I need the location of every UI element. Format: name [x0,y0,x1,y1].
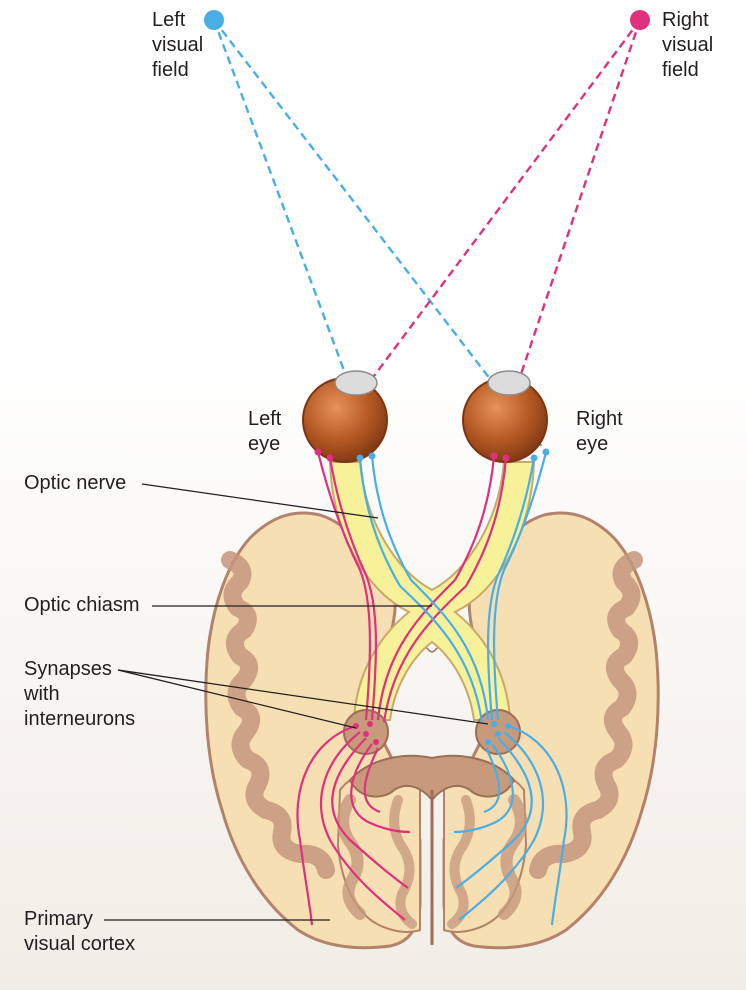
pink-endpoints [314,448,510,745]
optic-chiasm-label: Optic chiasm [24,594,140,616]
left-field-to-left-eye [212,19,354,393]
right-eyeball [462,370,548,463]
right-cortex-folds [529,551,643,879]
blue-radiation [507,724,568,926]
blue-fiber [486,457,536,721]
blue-endpoints [356,448,550,745]
right-visual-field-label: Right visual field [662,9,714,81]
optic-nerve-body [328,461,536,721]
pink-fiber [316,451,372,721]
pink-fiber [328,457,378,721]
left-field-to-right-eye [213,19,498,389]
synapses-leader-right [117,669,489,725]
midbrain [348,754,516,802]
blue-radiation [453,743,514,834]
pink-radiation [363,747,381,814]
synapses-label: Synapses with interneurons [24,658,136,730]
blue-fiber [358,457,484,723]
leader-lines [104,483,489,921]
blue-radiation [458,731,544,921]
blue-fiber [492,451,548,721]
right-field-to-left-eye [364,19,641,389]
left-visual-field-label: Left visual field [152,9,204,81]
optic-nerve-label: Optic nerve [24,472,127,494]
left-visual-field-dot [204,10,224,30]
inner-fold-right [498,794,527,920]
left-eyeball [302,370,388,463]
pink-radiation [320,731,406,921]
inner-fold-left-2 [389,795,417,929]
right-eye-label: Right eye [576,408,623,455]
blue-pathway-fibers [358,451,568,926]
right-field-to-right-eye [513,19,642,393]
pink-radiation [350,743,411,834]
inner-fold-right-2 [447,795,475,929]
brain [204,511,660,950]
right-eye-lens [487,370,531,396]
right-visual-field-dot [630,10,650,30]
optic-nerve-leader [141,483,379,519]
left-cortex-folds [221,551,335,879]
blue-radiation [455,737,533,889]
blue-fiber [370,455,490,721]
left-eye-lens [334,370,378,396]
left-eye-label: Left eye [248,408,282,455]
blue-radiation [483,747,501,814]
inner-fold-left [337,794,366,920]
pink-radiation [331,737,409,889]
synapses-leader-left [117,669,357,729]
pink-radiation [296,724,357,926]
pink-pathway-fibers [296,451,508,926]
primary-visual-cortex-label: Primary visual cortex [24,908,136,955]
pink-fiber [376,455,496,721]
pink-fiber [382,457,508,723]
